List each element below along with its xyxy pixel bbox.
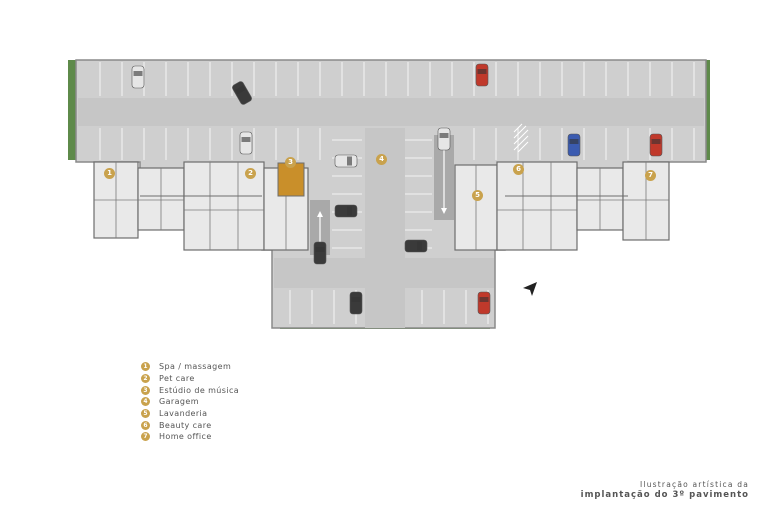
legend-label: Pet care xyxy=(159,374,195,384)
car-windshield xyxy=(439,133,449,138)
car xyxy=(349,291,363,315)
music-studio-room xyxy=(277,162,305,197)
car-body xyxy=(239,131,253,155)
car-windshield xyxy=(315,247,325,252)
apartments-right xyxy=(454,161,670,251)
car-body xyxy=(567,133,581,157)
legend-label: Spa / massagem xyxy=(159,362,232,372)
aisle-bottom xyxy=(274,258,494,288)
car-windshield xyxy=(351,297,361,302)
car-body xyxy=(437,127,451,151)
car-body xyxy=(649,133,663,157)
legend-item: 2 Pet care xyxy=(141,373,239,385)
legend-label: Beauty care xyxy=(159,420,212,430)
legend-label: Home office xyxy=(159,432,212,442)
legend-number: 2 xyxy=(141,374,150,384)
car-body xyxy=(232,81,252,105)
car-windshield xyxy=(569,139,579,144)
car-windshield xyxy=(479,297,489,302)
caption-title: implantação do 3º pavimento xyxy=(580,490,749,500)
car xyxy=(567,133,581,157)
plan-marker-7: 7 xyxy=(645,170,656,181)
landscape-strip-right xyxy=(704,60,710,160)
plan-marker-1: 1 xyxy=(104,168,115,179)
legend-number: 3 xyxy=(141,385,150,395)
ramp-arrow-up-head xyxy=(317,211,323,217)
legend-number: 1 xyxy=(141,362,150,372)
car-body xyxy=(349,291,363,315)
car xyxy=(334,154,358,168)
legend-item: 3 Estúdio de música xyxy=(141,384,239,396)
plan-marker-5: 5 xyxy=(472,190,483,201)
car-windshield xyxy=(133,71,143,76)
legend: 1 Spa / massagem 2 Pet care 3 Estúdio de mú… xyxy=(141,361,239,443)
car xyxy=(131,65,145,89)
legend-item: 6 Beauty care xyxy=(141,419,239,431)
legend-number: 4 xyxy=(141,397,150,407)
legend-item: 5 Lavanderia xyxy=(141,408,239,420)
apartments-left xyxy=(93,161,309,251)
car-windshield xyxy=(347,206,352,216)
car xyxy=(313,241,327,265)
plan-marker-6: 6 xyxy=(513,164,524,175)
caption-subtitle: Ilustração artística da xyxy=(640,480,749,489)
landscape-strip-left xyxy=(68,60,76,160)
car-body xyxy=(334,204,358,218)
car-body xyxy=(313,241,327,265)
legend-item: 4 Garagem xyxy=(141,396,239,408)
plan-marker-3: 3 xyxy=(285,157,296,168)
plan-marker-2: 2 xyxy=(245,168,256,179)
plan-marker-4: 4 xyxy=(376,154,387,165)
north-arrow-icon xyxy=(523,282,537,296)
legend-number: 6 xyxy=(141,420,150,430)
car-windshield xyxy=(477,69,487,74)
parking-stalls xyxy=(99,62,695,324)
hatched-zone xyxy=(513,123,529,153)
legend-item: 7 Home office xyxy=(141,431,239,443)
legend-label: Estúdio de música xyxy=(159,385,240,395)
car xyxy=(404,239,428,253)
legend-label: Lavanderia xyxy=(159,409,208,419)
car xyxy=(239,131,253,155)
car xyxy=(475,63,489,87)
car xyxy=(649,133,663,157)
car-body xyxy=(475,63,489,87)
car-windshield xyxy=(651,139,661,144)
ramp-arrow-down-head xyxy=(441,208,447,214)
cars xyxy=(131,63,663,315)
caption: Ilustração artística da implantação do 3… xyxy=(581,480,749,500)
car-windshield xyxy=(417,241,422,251)
car xyxy=(334,204,358,218)
car-body xyxy=(404,239,428,253)
car xyxy=(437,127,451,151)
car-body xyxy=(131,65,145,89)
car-windshield xyxy=(347,156,352,166)
legend-label: Garagem xyxy=(159,397,199,407)
legend-item: 1 Spa / massagem xyxy=(141,361,239,373)
car-body xyxy=(477,291,491,315)
car xyxy=(232,81,252,105)
legend-number: 5 xyxy=(141,409,150,419)
car-body xyxy=(334,154,358,168)
car xyxy=(477,291,491,315)
car-windshield xyxy=(235,85,246,95)
floor-plan xyxy=(68,59,710,329)
legend-number: 7 xyxy=(141,432,150,442)
car-windshield xyxy=(241,137,251,142)
aisle-top xyxy=(78,98,704,126)
